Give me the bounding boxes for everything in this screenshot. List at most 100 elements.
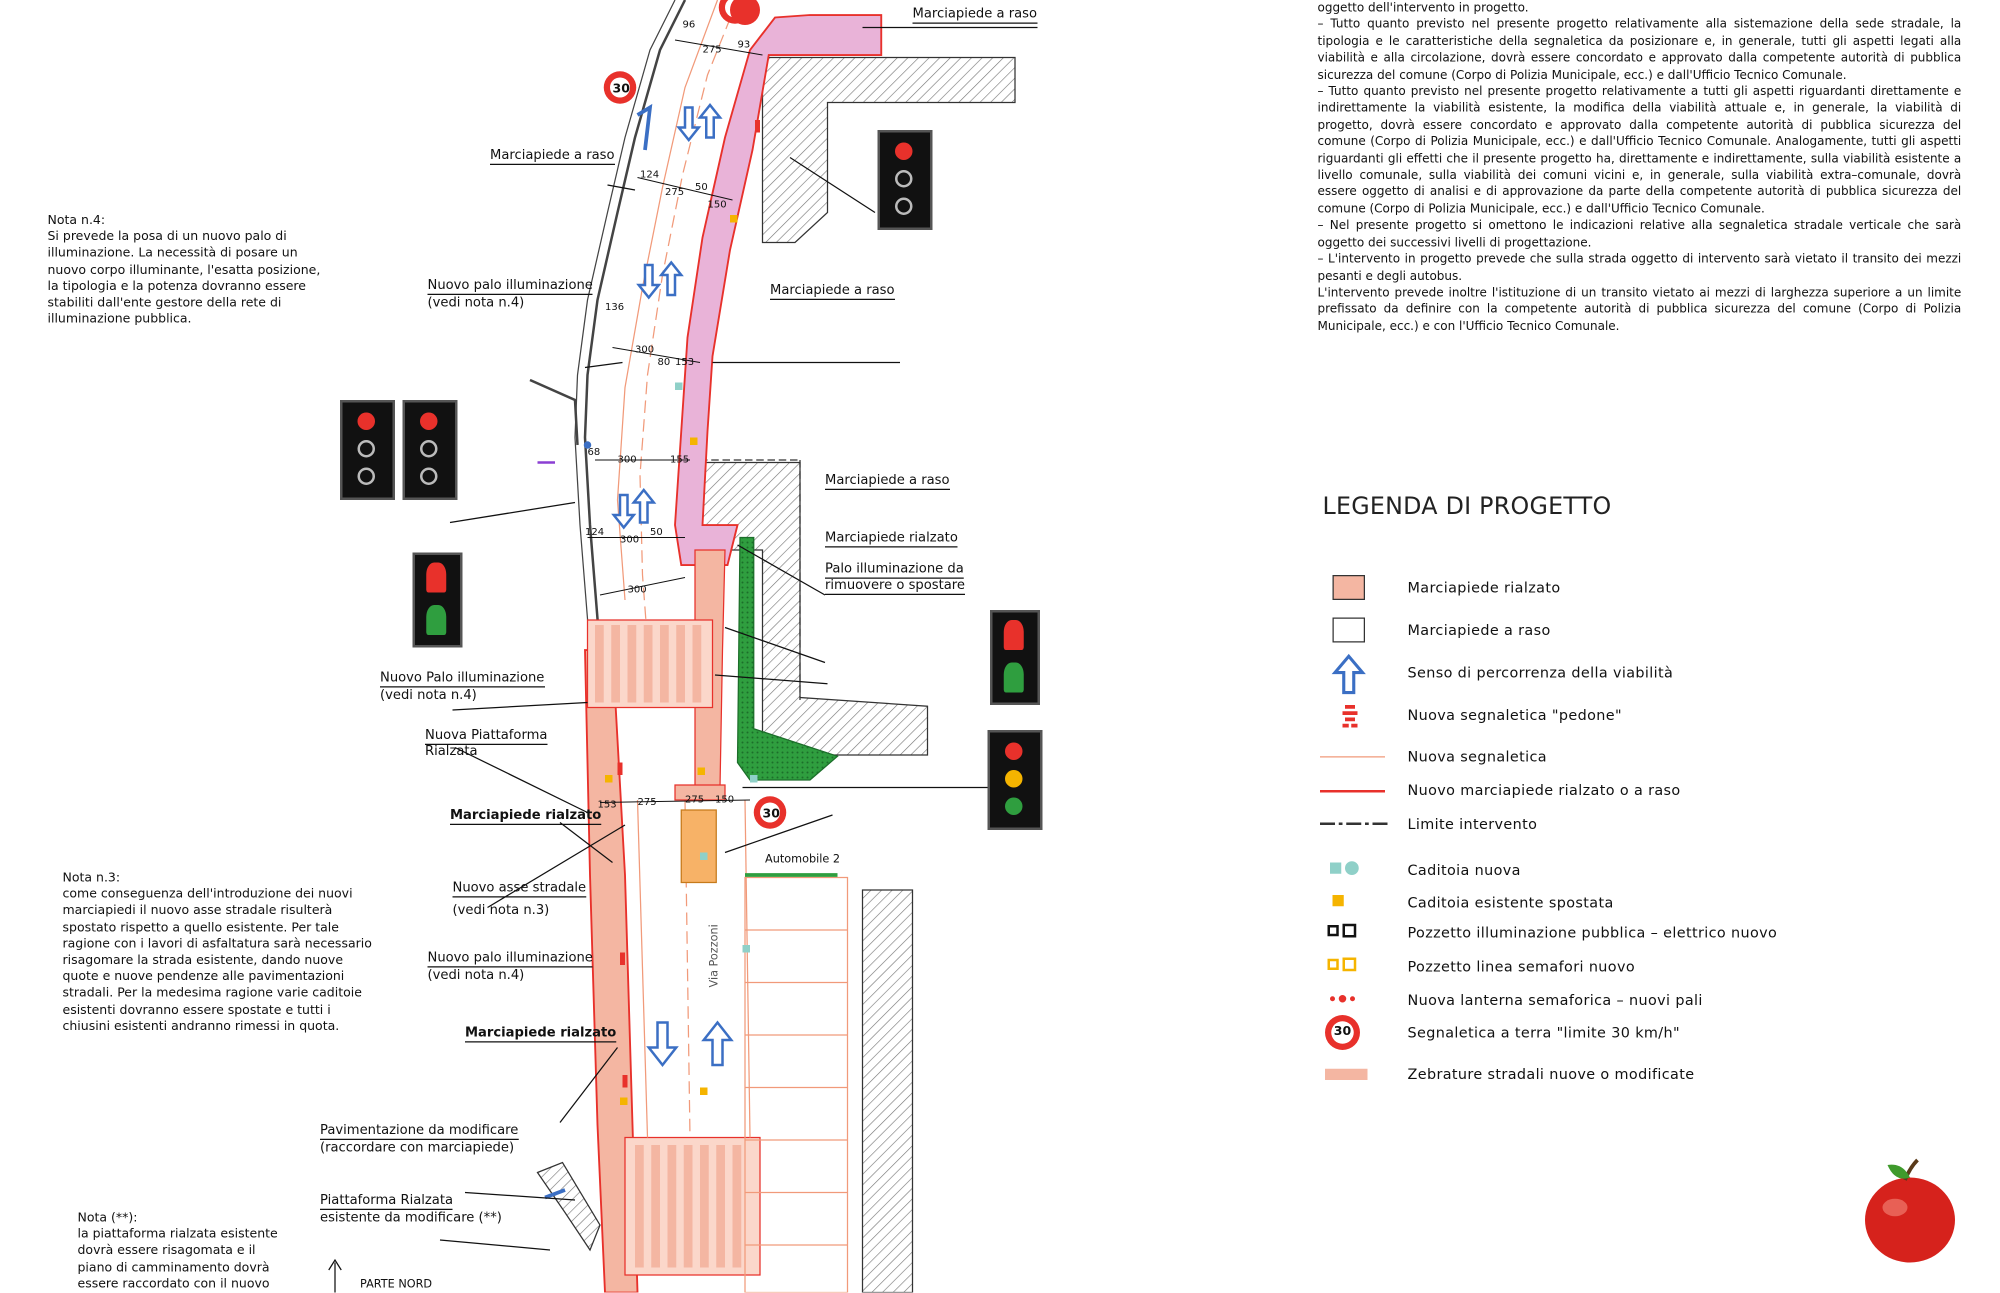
label-palo-rimuovere: Palo illuminazione da [825,561,964,579]
drain-moved-icon [1320,890,1395,918]
note-star: Nota (**): la piattaforma rialzata esist… [78,1210,328,1293]
dim-label: 275 [685,795,704,806]
legend-label: Nuova segnaletica [1407,747,1547,766]
legend-label: Nuova segnaletica "pedone" [1407,706,1622,724]
legend-label: Pozzetto linea semafori nuovo [1407,957,1636,976]
legend-item: Caditoia nuova [1320,858,1970,886]
yellow-markers [605,215,738,1105]
legend-item: Nuova lanterna semaforica – nuovi pali [1320,988,1970,1016]
legend-item: Pozzetto linea semafori nuovo [1320,954,1970,982]
pedestrian-light-right [990,610,1040,705]
note-line: la tipologia e la potenza dovranno esser… [47,279,306,294]
legend-item: Nuovo marciapiede rialzato o a raso [1320,778,1970,806]
label-marciapiede-raso-left: Marciapiede a raso [490,148,615,165]
dim-label: 153 [598,800,617,811]
label-pavimentazione-2: (raccordare con marciapiede) [320,1140,515,1155]
dim-label: 93 [738,40,751,51]
site-plan: 96 275 93 124 275 50 150 136 300 80 153 … [328,0,1040,1293]
label-piattaforma-esistente-2: esistente da modificare (**) [320,1210,502,1225]
note-line: illuminazione. La necessità di posare un [47,246,298,261]
note-3-title: Nota n.3: [62,871,121,885]
note-line: illuminazione pubblica. [47,312,192,327]
traffic-light-left-2 [402,400,458,500]
dim-label: 124 [640,170,659,181]
label-pavimentazione: Pavimentazione da modificare [320,1123,519,1140]
note-line: stabiliti dall'ente gestore della rete d… [47,296,282,311]
legend-item: Senso di percorrenza della viabilità [1320,653,1970,695]
note-line: esistenti dovranno essere spostate e tut… [62,1003,331,1018]
label-marciapiede-raso-top: Marciapiede a raso [912,6,1038,24]
legend-title: LEGENDA DI PROGETTO [1322,492,1612,521]
label-palo-rimuovere-2: rimuovere o spostare [825,578,965,595]
dim-label: 300 [635,345,654,356]
dim-label: 150 [708,200,727,211]
dim-label: 300 [628,585,647,596]
label-marciapiede-raso-low: Marciapiede a raso [825,473,950,490]
speed-limit-sign-1: 30 [603,71,637,104]
boundary-dashed-line [1320,811,1395,839]
label-piattaforma-esistente: Piattaforma Rialzata [320,1193,454,1210]
teal-markers [675,382,758,953]
label-piattaforma-2: Rialzata [425,743,478,759]
legend-item: Pozzetto illuminazione pubblica – elettr… [1320,920,1970,948]
raised-sidewalk-swatch [1320,575,1395,603]
new-sidewalk-line [1320,778,1395,806]
project-paragraph: oggetto dell'intervento in progetto. [1317,1,1529,15]
road-centerline [639,0,739,676]
speed-label: 30 [613,81,631,96]
note-line: nuovo corpo illuminante, l'esatta posizi… [47,263,321,278]
label-marciapiede-rialzato-1: Marciapiede rialzato [450,808,602,825]
dim-label: 275 [638,797,657,808]
green-area [736,536,839,781]
note-line: spostato rispetto a quello esistente. Pe… [62,920,339,935]
dim-label: 300 [620,535,639,546]
note-4-title: Nota n.4: [47,213,106,228]
label-asse-stradale: Nuovo asse stradale [452,880,587,898]
speed-label: 30 [1331,1021,1354,1044]
label-nuovo-palo-3: Nuovo palo illuminazione [427,950,593,968]
note-line: essere raccordato con il nuovo [77,1277,270,1292]
street-name: Via Pozzoni [708,924,721,987]
speed-limit-sign-3: 30 [753,796,787,829]
project-notes-text: oggetto dell'intervento in progetto. – T… [1318,0,1962,335]
dim-label: 50 [695,182,708,193]
note-line: piano di camminamento dovrà [77,1260,270,1275]
dim-label: 80 [658,357,671,368]
road-edge-left-2 [574,0,676,651]
signal-manhole-icon [1320,954,1395,982]
parking-stalls [744,876,849,1293]
note-line: quote e nuove pendenze alle pavimentazio… [62,970,345,985]
lighting-manhole-icon [1320,920,1395,948]
building-hatch-low [861,889,914,1293]
automobile-2 [680,809,717,884]
legend-item: Nuova segnaletica "pedone" [1320,703,1970,731]
legend-label: Marciapiede a raso [1407,621,1551,639]
legend-label: Segnaletica a terra "limite 30 km/h" [1407,1023,1680,1042]
note-3: Nota n.3: come conseguenza dell'introduz… [63,870,401,1035]
dimension-labels: 96 275 93 124 275 50 150 136 300 80 153 … [585,20,750,811]
legend-label: Nuovo marciapiede rialzato o a raso [1407,781,1681,799]
dim-label: 150 [715,795,734,806]
dim-label: 124 [585,527,604,538]
legend-label: Zebrature stradali nuove o modificate [1407,1065,1695,1083]
note-line: stradali. Per la medesima ragione varie … [62,986,362,1001]
note-4: Nota n.4: Si prevede la posa di un nuovo… [48,213,348,329]
note-line: risagomare la strada esistente, dando nu… [62,953,344,968]
dim-label: 50 [650,527,663,538]
legend-item: 30 Segnaletica a terra "limite 30 km/h" [1320,1015,1970,1050]
building-hatch-top [761,56,1016,244]
label-nuovo-palo-2-ref: (vedi nota n.4) [380,687,477,703]
label-nuovo-palo-2: Nuovo Palo illuminazione [380,670,545,688]
pedestrian-markings [617,120,760,1088]
legend-item: Nuova segnaletica [1320,744,1970,772]
dim-label: 96 [683,20,696,31]
label-nuovo-palo-1-ref: (vedi nota n.4) [427,295,525,310]
flush-sidewalk-top [674,14,883,566]
flush-sidewalk-swatch [1320,617,1395,646]
dim-label: 275 [665,187,684,198]
zebra-crossing-lower [624,1136,761,1276]
pedestrian-marking-icon [1320,703,1395,731]
legend-label: Pozzetto illuminazione pubblica – elettr… [1407,923,1778,942]
direction-arrow-icon [1320,653,1395,695]
